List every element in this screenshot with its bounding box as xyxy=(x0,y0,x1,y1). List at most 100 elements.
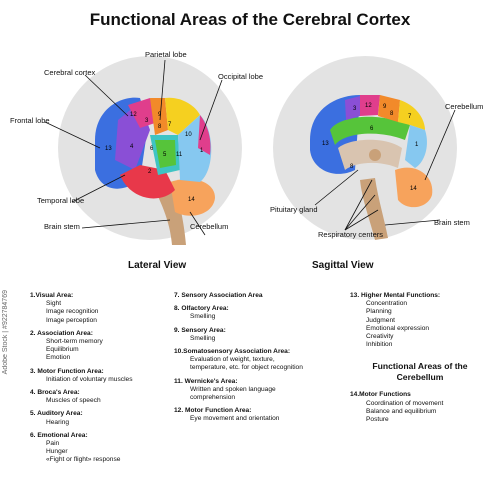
lateral-num-13: 13 xyxy=(105,146,112,152)
legend-column-3: 13. Higher Mental Functions: Concentrati… xyxy=(350,292,490,429)
sagittal-brainstem xyxy=(360,178,388,240)
lateral-num-9: 9 xyxy=(158,112,162,118)
legend-item-sub: Inhibition xyxy=(366,341,393,349)
sagittal-num-12: 12 xyxy=(365,103,372,109)
legend-item-head: 14.Motor Functions xyxy=(350,391,411,399)
lateral-num-12: 12 xyxy=(130,112,137,118)
leader-frontal xyxy=(44,121,101,149)
page-title: Functional Areas of the Cerebral Cortex xyxy=(89,10,411,29)
legend-item-head: 9. Sensory Area: xyxy=(174,326,226,334)
leader-sag-resp-3 xyxy=(344,209,379,231)
lateral-num-14: 14 xyxy=(188,197,195,203)
legend-item: 7. Sensory Association Area xyxy=(174,292,344,300)
legend-item-head: 12. Motor Function Area: xyxy=(174,407,252,415)
legend-item-sub: comprehension xyxy=(190,394,236,402)
legend-item-sub: Evaluation of weight, texture, xyxy=(190,356,275,364)
lateral-magenta xyxy=(198,115,211,155)
legend-item-sub: Sight xyxy=(46,300,62,308)
legend-item-sub: Emotional expression xyxy=(366,324,430,332)
legend-item-sub: Hunger xyxy=(46,448,68,456)
label-occipital-lobe: Occipital lobe xyxy=(218,72,264,81)
legend-item-sub: temperature, etc. for object recognition xyxy=(190,364,303,372)
legend-item-sub: Emotion xyxy=(46,354,71,362)
legend-item-sub: Posture xyxy=(366,416,389,424)
sagittal-yellow xyxy=(398,100,425,130)
lateral-brain-diagram: 14 12 3 9 8 4 7 10 13 6 5 11 2 1 xyxy=(44,56,242,245)
legend-item: 6. Emotional Area: Pain Hunger «Fight or… xyxy=(30,432,170,465)
legend-item-head: 11. Wernicke's Area: xyxy=(174,377,238,385)
sagittal-num-14: 14 xyxy=(410,186,417,192)
legend-item-sub: Creativity xyxy=(366,333,394,341)
legend-item-sub: «Fight or flight» response xyxy=(46,456,121,464)
lateral-num-1: 1 xyxy=(200,148,204,154)
sagittal-num-8a: 8 xyxy=(390,111,394,117)
sagittal-orange xyxy=(378,95,400,122)
sagittal-num-6: 6 xyxy=(370,126,374,132)
legend-item: 12. Motor Function Area: Eye movement an… xyxy=(174,407,344,423)
lateral-num-5: 5 xyxy=(163,152,167,158)
legend-item: 1.Visual Area: Sight Image recognition I… xyxy=(30,292,170,325)
legend-item-head: 1.Visual Area: xyxy=(30,292,74,299)
lateral-num-11: 11 xyxy=(176,152,183,158)
label-temporal-lobe: Temporal lobe xyxy=(37,196,85,205)
legend-item-sub: Eye movement and orientation xyxy=(190,415,280,423)
legend-item: 5. Auditory Area: Hearing xyxy=(30,410,170,426)
lateral-yellow xyxy=(165,97,200,135)
leader-sag-cerebellum xyxy=(424,109,456,181)
label-brain-stem: Brain stem xyxy=(44,222,80,231)
sagittal-num-7: 7 xyxy=(408,114,412,120)
sagittal-cerebellum xyxy=(395,167,433,208)
legend-item: 4. Broca's Area: Muscles of speech xyxy=(30,389,170,405)
lateral-num-10: 10 xyxy=(185,132,192,138)
label-cerebral-cortex: Cerebral cortex xyxy=(44,68,96,77)
leader-sag-pituitary xyxy=(314,169,359,206)
leader-sag-resp-1 xyxy=(344,179,373,231)
lateral-num-2: 2 xyxy=(148,169,152,175)
legend-item-sub: Smelling xyxy=(190,313,216,321)
sagittal-pink xyxy=(360,95,380,116)
label-cerebellum: Cerebellum xyxy=(190,222,229,231)
legend-item-head: 2. Association Area: xyxy=(30,329,93,337)
legend-item-head: 8. Olfactory Area: xyxy=(174,305,229,313)
sagittal-view-title: Sagittal View xyxy=(312,260,374,271)
legend-item: 2. Association Area: Short-term memory E… xyxy=(30,330,170,363)
leader-sag-brainstem xyxy=(384,219,441,226)
legend-item-sub: Balance and equilibrium xyxy=(366,407,437,415)
sagittal-thalamus xyxy=(369,149,381,161)
legend-item-sub: Image recognition xyxy=(46,308,99,316)
leader-sag-resp-2 xyxy=(344,194,376,231)
sagittal-num-3: 3 xyxy=(353,106,357,112)
sagittal-green-band xyxy=(330,116,410,145)
leader-parietal xyxy=(159,59,166,121)
leader-brainstem xyxy=(81,219,171,229)
legend-item-sub: Planning xyxy=(366,308,392,316)
legend-item-head: 4. Broca's Area: xyxy=(30,389,80,397)
legend-item-sub: Concentration xyxy=(366,300,408,308)
legend-item-head: 3. Motor Function Area: xyxy=(30,367,104,375)
legend-item: 9. Sensory Area: Smelling xyxy=(174,327,344,343)
leader-cerebral-cortex xyxy=(84,74,129,117)
sagittal-brain-diagram: 14 12 3 9 8 13 6 7 1 8 xyxy=(273,56,457,240)
legend-item: 13. Higher Mental Functions: Concentrati… xyxy=(350,292,490,349)
label-frontal-lobe: Frontal lobe xyxy=(10,116,50,125)
label-parietal-lobe: Parietal lobe xyxy=(145,50,187,59)
sagittal-num-9: 9 xyxy=(383,104,387,110)
label-pituitary-gland: Pituitary gland xyxy=(270,205,318,214)
sagittal-purple xyxy=(345,96,360,120)
legend-item-sub: Judgment xyxy=(366,316,395,324)
lateral-num-4: 4 xyxy=(130,144,134,150)
lateral-green xyxy=(155,140,176,168)
stock-watermark: Adobe Stock | #922784769 xyxy=(2,290,9,375)
label-respiratory-centers: Respiratory centers xyxy=(318,230,384,239)
label-sag-cerebellum: Cerebellum xyxy=(445,102,484,111)
legend-item: 14.Motor Functions Coordination of movem… xyxy=(350,391,490,424)
legend-item-sub: Smelling xyxy=(190,334,216,342)
label-sag-brain-stem: Brain stem xyxy=(434,218,470,227)
lateral-pink xyxy=(128,98,158,128)
legend-item-head: 7. Sensory Association Area xyxy=(174,292,263,299)
legend-item-sub: Pain xyxy=(46,440,60,448)
legend-item-sub: Image perception xyxy=(46,316,97,324)
lateral-num-6: 6 xyxy=(150,146,154,152)
legend-column-2: 7. Sensory Association Area 8. Olfactory… xyxy=(174,292,344,429)
legend-item-head: 13. Higher Mental Functions: xyxy=(350,292,441,299)
